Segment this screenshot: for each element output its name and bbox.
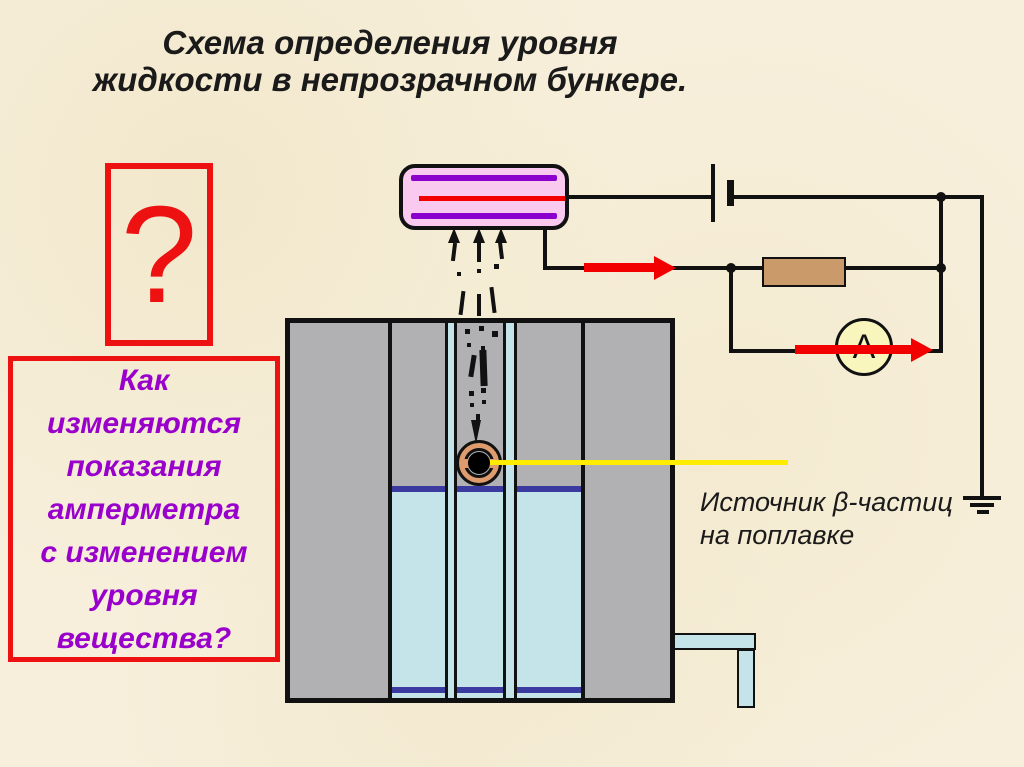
beta-ray-wedge <box>471 420 481 444</box>
question-line: с изменением <box>40 535 248 569</box>
wire-right-vertical <box>980 195 984 498</box>
ground-icon <box>970 503 994 507</box>
outlet-pipe-vertical <box>737 649 755 708</box>
wire-detector-to-battery <box>567 195 711 199</box>
beta-source-core <box>468 452 490 474</box>
beta-ray-arrowhead <box>495 228 507 243</box>
beta-ray-dash <box>482 400 486 404</box>
beta-ray-dash <box>477 269 481 273</box>
wire-detector-down <box>543 227 547 270</box>
wire-resistor-row <box>545 266 943 270</box>
junction-dot <box>726 263 736 273</box>
wire-left-vertical <box>729 266 733 353</box>
liquid-column <box>392 486 581 698</box>
question-mark: ? <box>120 177 198 332</box>
beta-ray-dash <box>477 294 481 316</box>
float-pointer-line <box>490 460 788 465</box>
source-label-line: Источник β-частиц <box>700 487 953 517</box>
beta-ray-arrowhead <box>473 228 485 243</box>
junction-dot <box>936 263 946 273</box>
beta-ray-dash <box>467 343 471 347</box>
question-line: изменяются <box>46 406 242 440</box>
beta-ray-dash <box>469 391 474 396</box>
question-mark-box: ? <box>105 163 213 346</box>
page-title-line-1: Схема определения уровня <box>162 24 618 61</box>
source-label: Источник β-частиц на поплавке <box>700 486 970 552</box>
beta-ray-dash <box>481 346 485 350</box>
outlet-pipe-horizontal <box>672 633 756 650</box>
detector-anode-line <box>419 196 565 201</box>
ground-icon <box>963 496 1001 500</box>
question-line: амперметра <box>47 492 241 526</box>
bunker <box>285 318 675 703</box>
beta-ray-dash <box>479 349 488 387</box>
beta-ray-dash <box>479 326 484 331</box>
junction-dot <box>936 192 946 202</box>
beta-ray-dash <box>457 272 461 276</box>
question-line: уровня <box>90 578 198 612</box>
float-tube <box>445 323 457 698</box>
detector-cathode-bar <box>411 213 557 219</box>
beta-ray-dash <box>476 414 480 423</box>
resistor-icon <box>762 257 846 287</box>
battery-short-plate-icon <box>727 180 734 206</box>
beta-ray-dash <box>494 264 499 269</box>
beta-ray-dash <box>470 403 474 407</box>
beta-ray-dash <box>481 388 486 393</box>
beta-ray-dash <box>450 242 458 262</box>
battery-long-plate-icon <box>711 164 715 222</box>
wire-battery-to-corner <box>734 195 984 199</box>
source-label-line: на поплавке <box>700 520 855 550</box>
question-text-box: Как изменяются показания амперметра с из… <box>8 356 280 662</box>
question-line: вещества? <box>56 621 232 655</box>
beta-ray-dash <box>489 286 497 314</box>
page-title-line-2: жидкости в непрозрачном бункере. <box>92 61 688 98</box>
bunker-wall-line <box>581 323 585 698</box>
beta-ray-dash <box>492 331 498 337</box>
detector-tube-icon <box>399 164 569 230</box>
beta-ray-dash <box>458 290 466 316</box>
beta-ray-arrowhead <box>448 228 460 243</box>
detector-cathode-bar <box>411 175 557 181</box>
ground-icon <box>977 510 989 514</box>
wire-middle-vertical <box>939 197 943 352</box>
beta-ray-dash <box>497 241 505 260</box>
float-tube <box>503 323 517 698</box>
beta-ray-dash <box>477 243 481 262</box>
bunker-wall-line <box>388 323 392 698</box>
liquid-bottom-line <box>392 687 581 693</box>
page-title: Схема определения уровня жидкости в непр… <box>20 24 760 98</box>
question-line: Как <box>118 363 170 397</box>
question-line: показания <box>66 449 222 483</box>
beta-ray-dash <box>465 329 470 334</box>
